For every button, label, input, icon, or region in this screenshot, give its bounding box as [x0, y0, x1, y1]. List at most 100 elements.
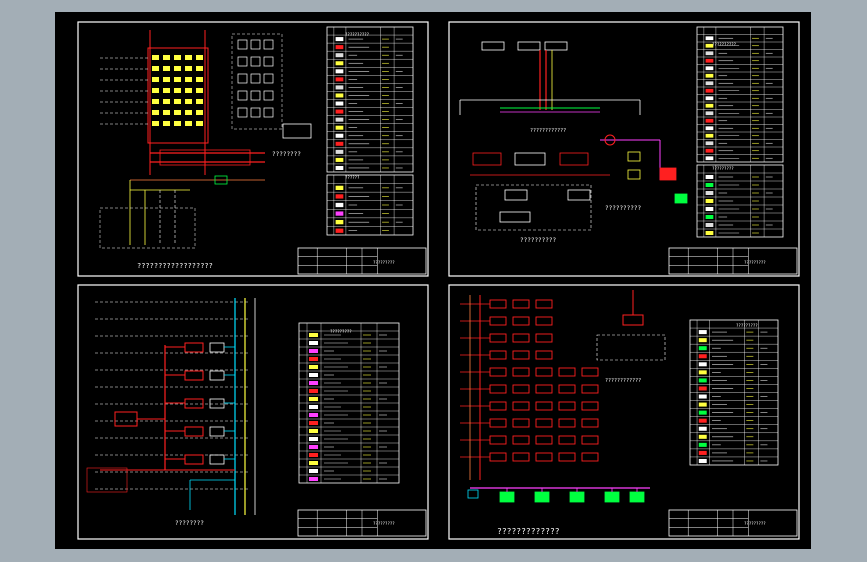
legend-symbol — [335, 37, 344, 42]
cad-box — [514, 152, 546, 166]
sheet-1-table-subheading: ?????? — [345, 175, 360, 180]
legend-symbol — [335, 228, 344, 233]
legend-symbol — [705, 231, 714, 235]
cad-box — [569, 491, 585, 503]
legend-symbol — [335, 194, 344, 199]
sheet-4-title-block-text: ????????? — [744, 521, 766, 526]
cad-box — [237, 107, 248, 118]
cad-box — [567, 189, 591, 201]
sheet-4[interactable]: ????????????? ???????????? ????????? ???… — [448, 284, 800, 540]
device-block — [196, 110, 203, 115]
cad-box — [499, 211, 531, 223]
cad-box — [499, 491, 515, 503]
legend-symbol — [705, 156, 714, 161]
device-block — [196, 77, 203, 82]
device-block — [152, 99, 159, 104]
legend-symbol — [698, 434, 707, 439]
legend-symbol — [705, 199, 714, 203]
cad-box — [534, 491, 550, 503]
cad-box — [512, 350, 530, 360]
device-block — [185, 55, 192, 60]
legend-symbol — [705, 191, 714, 195]
cad-box — [250, 107, 261, 118]
legend-symbol — [335, 202, 344, 208]
legend-symbol — [705, 126, 714, 131]
device-block — [174, 99, 181, 104]
cad-box — [674, 193, 688, 204]
cad-box — [512, 367, 530, 377]
legend-symbol — [705, 133, 714, 138]
legend-symbol — [335, 211, 344, 216]
sheet-3-table-heading: ????????? — [330, 329, 352, 334]
cad-box — [558, 367, 576, 377]
legend-symbol — [335, 165, 344, 170]
cad-box — [472, 152, 502, 166]
legend-symbol — [705, 81, 714, 86]
legend-symbol — [705, 141, 714, 146]
legend-symbol — [705, 215, 714, 219]
legend-symbol — [705, 88, 714, 93]
cad-box — [627, 151, 641, 162]
cad-box — [86, 467, 128, 493]
legend-symbol — [705, 73, 714, 78]
cad-box — [209, 398, 225, 409]
cad-box — [581, 401, 599, 411]
legend-symbol — [335, 77, 344, 82]
legend-symbol — [698, 458, 707, 463]
sheet-2[interactable]: ?????????? ???????????? ?????????? ?????… — [448, 21, 800, 277]
legend-symbol — [309, 349, 318, 353]
legend-symbol — [698, 386, 707, 391]
sheet-3[interactable]: ???????? ????????? ????????? — [77, 284, 429, 540]
device-block — [163, 66, 170, 71]
legend-symbol — [335, 149, 344, 154]
legend-symbol — [335, 69, 344, 74]
cad-box — [263, 107, 274, 118]
legend-symbol — [698, 418, 707, 423]
cad-box — [326, 174, 414, 236]
legend-symbol — [698, 354, 707, 359]
legend-symbol — [698, 394, 707, 399]
cad-box — [231, 33, 283, 130]
sheet-1-title-block — [297, 247, 427, 275]
cad-box — [250, 39, 261, 50]
cad-box — [512, 452, 530, 462]
sheet-4-schematic — [460, 290, 779, 503]
sheet-3-title-block-text: ????????? — [373, 521, 395, 526]
device-block — [196, 55, 203, 60]
cad-box — [627, 169, 641, 180]
cad-box — [250, 56, 261, 67]
legend-symbol — [705, 58, 714, 63]
device-block — [185, 99, 192, 104]
device-block — [163, 99, 170, 104]
sheet-2-table-heading: ?????????? — [712, 42, 737, 47]
legend-symbol — [335, 185, 344, 190]
sheet-1[interactable]: ?????????????????? ???????? ?????????? ?… — [0, 0, 429, 277]
legend-symbol — [705, 36, 714, 41]
cad-box — [535, 452, 553, 462]
device-block — [196, 66, 203, 71]
device-block — [163, 55, 170, 60]
cad-box — [504, 189, 528, 201]
device-block — [163, 121, 170, 126]
cad-box — [581, 367, 599, 377]
cad-box — [263, 39, 274, 50]
legend-symbol — [335, 109, 344, 114]
legend-symbol — [335, 117, 344, 122]
legend-symbol — [698, 378, 707, 383]
device-block — [163, 88, 170, 93]
legend-symbol — [335, 133, 344, 138]
device-block — [152, 55, 159, 60]
sheet-3-title-block — [297, 509, 427, 537]
cad-box — [544, 41, 568, 51]
cad-box — [237, 39, 248, 50]
cad-box — [209, 342, 225, 353]
legend-symbol — [335, 61, 344, 66]
legend-symbol — [309, 405, 318, 409]
cad-box — [535, 299, 553, 309]
sheet-2-table-subheading: ????????? — [712, 166, 734, 171]
legend-symbol — [698, 362, 707, 367]
legend-symbol — [309, 445, 318, 449]
device-block — [152, 121, 159, 126]
legend-symbol — [705, 183, 714, 187]
